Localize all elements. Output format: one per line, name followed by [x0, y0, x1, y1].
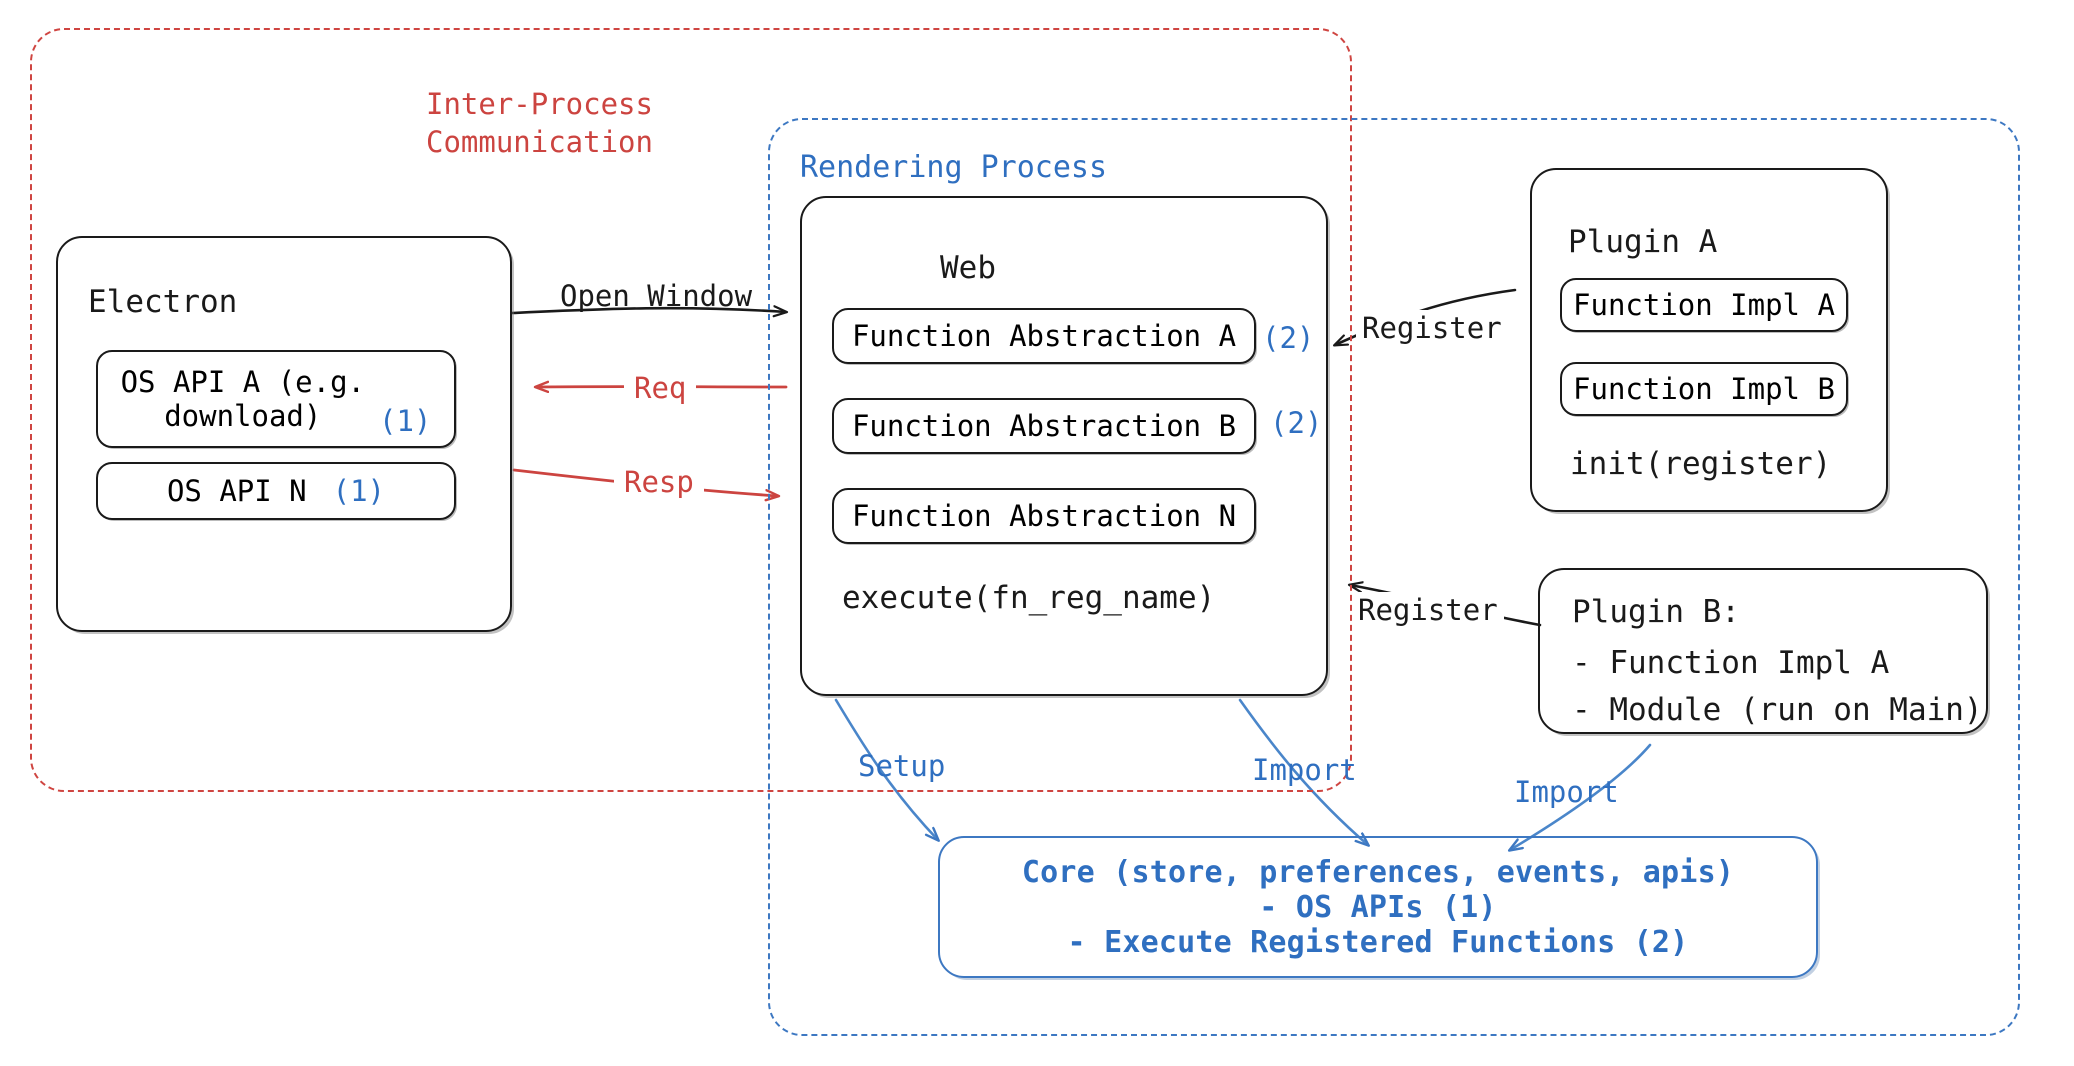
function-impl-a-box[interactable]: Function Impl A: [1560, 278, 1848, 332]
ipc-label-line1: Inter-Process: [426, 87, 653, 121]
web-execute-label: execute(fn_reg_name): [842, 580, 1216, 616]
os-api-a-label: OS API A (e.g. download): [120, 365, 366, 433]
core-box[interactable]: Core (store, preferences, events, apis) …: [938, 836, 1818, 978]
plugin-b-items: - Function Impl A - Module (run on Main): [1572, 640, 1983, 733]
arrow-label-import-plugin: Import: [1514, 775, 1619, 809]
os-api-n-label: OS API N: [166, 474, 307, 508]
os-api-a-box[interactable]: OS API A (e.g. download) (1): [96, 350, 456, 448]
function-abstraction-a-marker: (2): [1262, 321, 1315, 355]
arrow-label-resp: Resp: [614, 464, 704, 502]
function-abstraction-n-label: Function Abstraction N: [851, 499, 1237, 533]
core-line-2: - OS APIs (1): [1259, 889, 1497, 925]
arrow-label-open-window: Open Window: [560, 279, 753, 313]
plugin-b-item-0: - Function Impl A: [1572, 645, 1890, 681]
function-abstraction-b-marker: (2): [1270, 406, 1323, 440]
ipc-region: [30, 28, 1352, 792]
function-abstraction-a-label: Function Abstraction A: [851, 319, 1237, 353]
plugin-b-title: Plugin B:: [1572, 594, 1740, 630]
function-abstraction-b-label: Function Abstraction B: [851, 409, 1237, 443]
plugin-a-title: Plugin A: [1568, 224, 1718, 260]
function-abstraction-a-box[interactable]: Function Abstraction A: [832, 308, 1256, 364]
function-impl-a-label: Function Impl A: [1573, 288, 1835, 322]
plugin-a-box[interactable]: [1530, 168, 1888, 512]
plugin-a-init-label: init(register): [1570, 446, 1832, 482]
web-box[interactable]: [800, 196, 1328, 696]
electron-title: Electron: [88, 284, 238, 320]
arrow-label-setup: Setup: [858, 749, 946, 783]
core-line-3: - Execute Registered Functions (2): [1067, 924, 1689, 960]
ipc-region-label: Inter-Process Communication: [426, 86, 653, 161]
os-api-a-marker: (1): [379, 404, 432, 438]
rendering-process-region: [768, 118, 2020, 1036]
plugin-b-item-1: - Module (run on Main): [1572, 691, 1983, 728]
function-abstraction-n-box[interactable]: Function Abstraction N: [832, 488, 1256, 544]
os-api-n-box[interactable]: OS API N (1): [96, 462, 456, 520]
core-line-1: Core (store, preferences, events, apis): [1021, 854, 1735, 890]
os-api-n-marker: (1): [332, 474, 386, 508]
web-title: Web: [940, 250, 996, 286]
arrow-label-register-a: Register: [1356, 310, 1508, 348]
rendering-process-label: Rendering Process: [800, 150, 1108, 185]
ipc-label-line2: Communication: [426, 124, 653, 159]
arrow-label-register-b: Register: [1352, 592, 1504, 630]
function-impl-b-label: Function Impl B: [1573, 372, 1835, 406]
electron-box[interactable]: [56, 236, 512, 632]
arrow-label-req: Req: [624, 370, 697, 408]
function-impl-b-box[interactable]: Function Impl B: [1560, 362, 1848, 416]
plugin-b-box[interactable]: [1538, 568, 1988, 734]
function-abstraction-b-box[interactable]: Function Abstraction B: [832, 398, 1256, 454]
arrow-label-import-web: Import: [1252, 753, 1357, 787]
